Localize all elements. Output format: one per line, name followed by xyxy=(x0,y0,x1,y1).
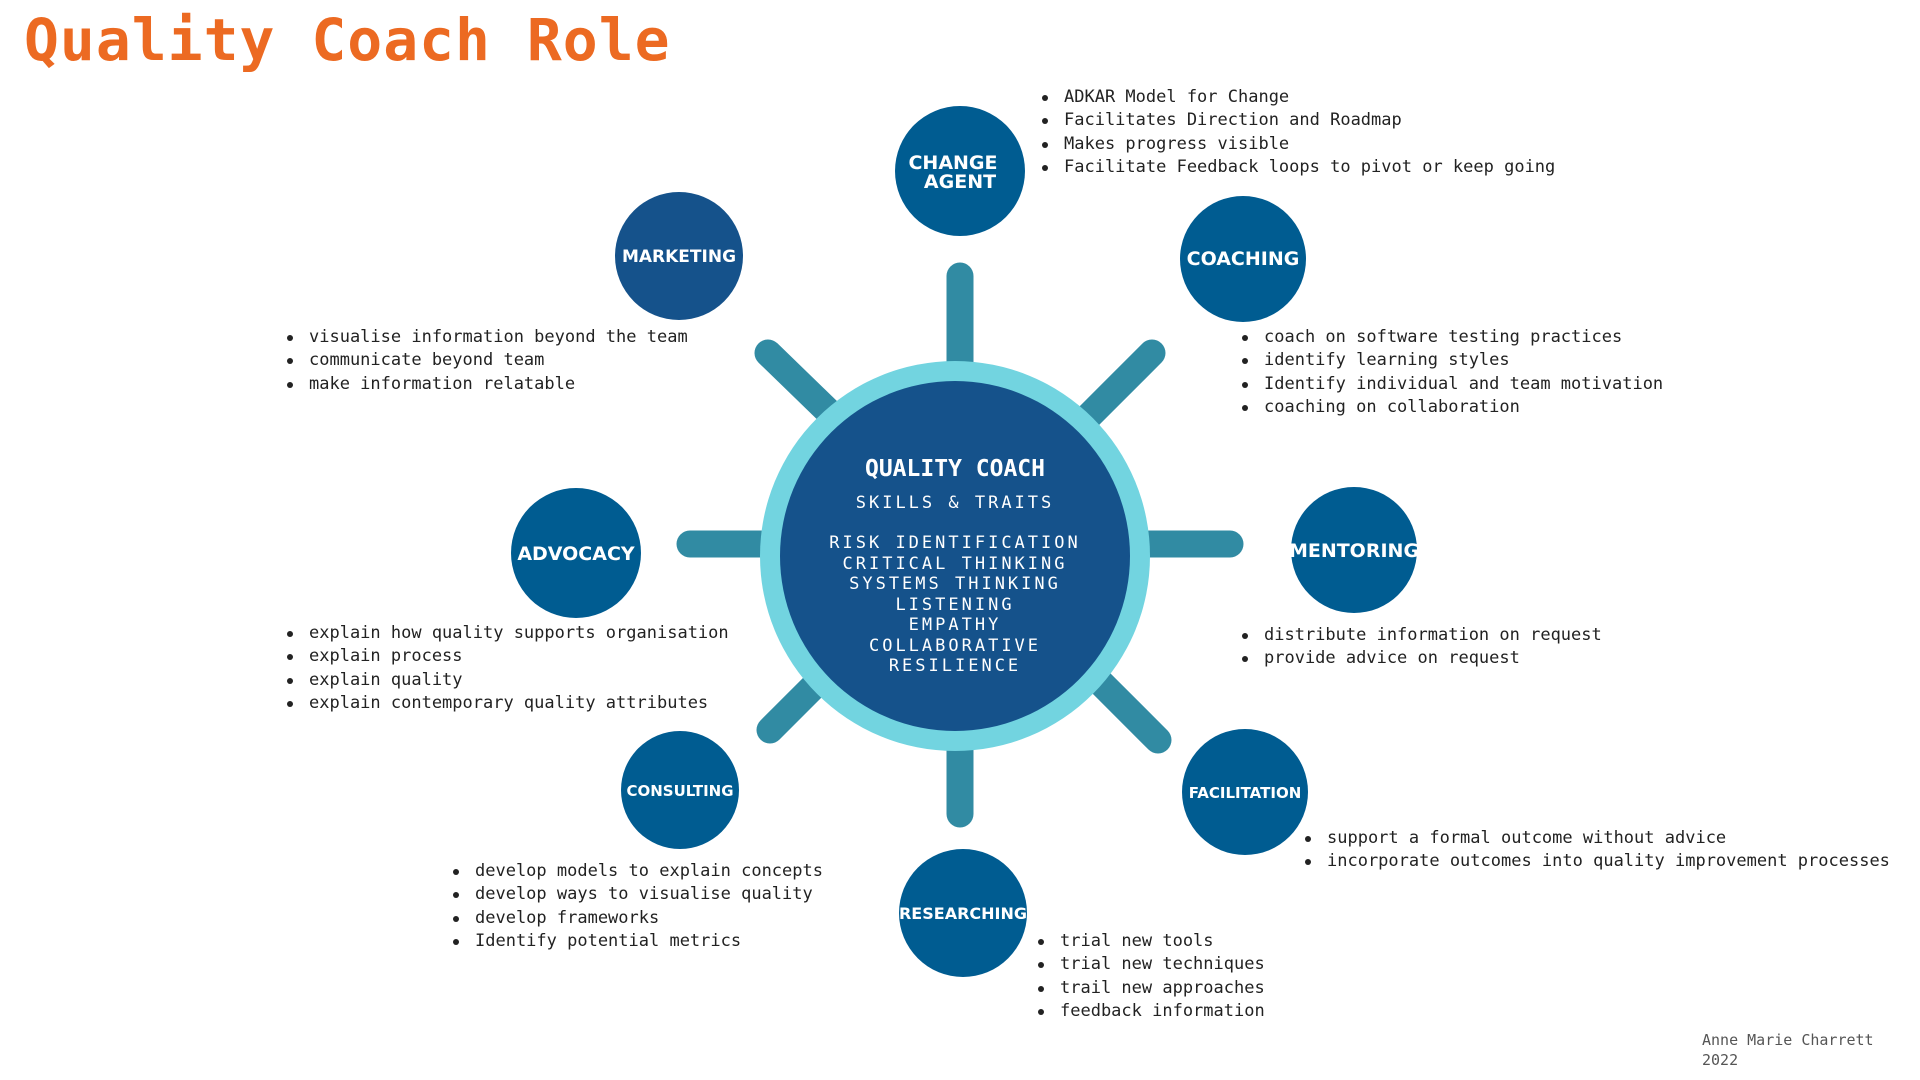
list-item: provide advice on request xyxy=(1239,647,1602,670)
node-label: ADVOCACY xyxy=(517,543,635,565)
change-agent-bullets: ADKAR Model for Change Facilitates Direc… xyxy=(1039,86,1555,179)
node-circle xyxy=(1291,487,1417,613)
node-change-agent: CHANGE AGENT xyxy=(895,106,1025,236)
node-circle xyxy=(899,849,1027,977)
facilitation-bullets: support a formal outcome without advice … xyxy=(1302,827,1890,874)
list-item: trial new techniques xyxy=(1035,953,1265,976)
list-item: develop models to explain concepts xyxy=(450,860,823,883)
node-circle xyxy=(1182,729,1308,855)
spokes xyxy=(676,262,1244,828)
node-circle xyxy=(615,192,743,320)
advocacy-bullets: explain how quality supports organisatio… xyxy=(284,622,729,715)
hub-traits: RISK IDENTIFICATION CRITICAL THINKING SY… xyxy=(829,533,1080,676)
spoke-consulting xyxy=(756,666,834,744)
list-item: coach on software testing practices xyxy=(1239,326,1663,349)
hub-subtitle: SKILLS & TRAITS xyxy=(856,493,1055,513)
mentoring-bullets: distribute information on request provid… xyxy=(1239,624,1602,671)
node-circle xyxy=(621,731,739,849)
node-label: RESEARCHING xyxy=(899,904,1027,923)
node-label: FACILITATION xyxy=(1189,784,1302,802)
list-item: Identify potential metrics xyxy=(450,930,823,953)
list-item: feedback information xyxy=(1035,1000,1265,1023)
author-credit: Anne Marie Charrett 2022 xyxy=(1702,1030,1874,1070)
list-item: coaching on collaboration xyxy=(1239,396,1663,419)
list-item: develop frameworks xyxy=(450,907,823,930)
list-item: trail new approaches xyxy=(1035,977,1265,1000)
node-label: MENTORING xyxy=(1289,540,1419,562)
list-item: explain quality xyxy=(284,669,729,692)
node-circle xyxy=(511,488,641,618)
spoke-coaching xyxy=(1074,339,1166,431)
list-item: Identify individual and team motivation xyxy=(1239,373,1663,396)
list-item: Makes progress visible xyxy=(1039,133,1555,156)
list-item: ADKAR Model for Change xyxy=(1039,86,1555,109)
coaching-bullets: coach on software testing practices iden… xyxy=(1239,326,1663,419)
marketing-bullets: visualise information beyond the team co… xyxy=(284,326,688,396)
list-item: communicate beyond team xyxy=(284,349,688,372)
hub-trait: EMPATHY xyxy=(909,615,1002,635)
list-item: explain process xyxy=(284,645,729,668)
spoke-facilitation xyxy=(1084,666,1172,754)
node-circle xyxy=(1180,196,1306,322)
list-item: develop ways to visualise quality xyxy=(450,883,823,906)
hub-trait: RISK IDENTIFICATION xyxy=(829,533,1080,553)
list-item: explain how quality supports organisatio… xyxy=(284,622,729,645)
node-coaching: COACHING xyxy=(1180,196,1306,322)
page-title: Quality Coach Role xyxy=(24,6,671,74)
spoke-marketing xyxy=(754,339,848,431)
list-item: support a formal outcome without advice xyxy=(1302,827,1890,850)
hub-trait: CRITICAL THINKING xyxy=(843,554,1068,574)
list-item: distribute information on request xyxy=(1239,624,1602,647)
hub: QUALITY COACH SKILLS & TRAITS RISK IDENT… xyxy=(760,361,1150,751)
node-label: MARKETING xyxy=(622,247,736,267)
list-item: Facilitates Direction and Roadmap xyxy=(1039,109,1555,132)
node-advocacy: ADVOCACY xyxy=(511,488,641,618)
list-item: explain contemporary quality attributes xyxy=(284,692,729,715)
list-item: identify learning styles xyxy=(1239,349,1663,372)
node-marketing: MARKETING xyxy=(615,192,743,320)
hub-trait: COLLABORATIVE xyxy=(869,636,1041,656)
author-name: Anne Marie Charrett xyxy=(1702,1031,1874,1049)
node-label: CONSULTING xyxy=(626,782,733,800)
node-label: COACHING xyxy=(1187,248,1300,270)
hub-circle xyxy=(780,381,1130,731)
author-year: 2022 xyxy=(1702,1051,1739,1069)
list-item: trial new tools xyxy=(1035,930,1265,953)
researching-bullets: trial new tools trial new techniques tra… xyxy=(1035,930,1265,1023)
hub-trait: RESILIENCE xyxy=(889,656,1021,676)
list-item: visualise information beyond the team xyxy=(284,326,688,349)
node-consulting: CONSULTING xyxy=(621,731,739,849)
node-mentoring: MENTORING xyxy=(1289,487,1419,613)
list-item: incorporate outcomes into quality improv… xyxy=(1302,850,1890,873)
node-label: CHANGE xyxy=(908,152,997,174)
hub-trait: LISTENING xyxy=(895,595,1014,615)
node-circle xyxy=(895,106,1025,236)
node-researching: RESEARCHING xyxy=(899,849,1027,977)
list-item: Facilitate Feedback loops to pivot or ke… xyxy=(1039,156,1555,179)
consulting-bullets: develop models to explain concepts devel… xyxy=(450,860,823,953)
node-facilitation: FACILITATION xyxy=(1182,729,1308,855)
hub-title: QUALITY COACH xyxy=(865,456,1045,482)
hub-trait: SYSTEMS THINKING xyxy=(849,574,1061,594)
list-item: make information relatable xyxy=(284,373,688,396)
node-label: AGENT xyxy=(924,171,996,193)
